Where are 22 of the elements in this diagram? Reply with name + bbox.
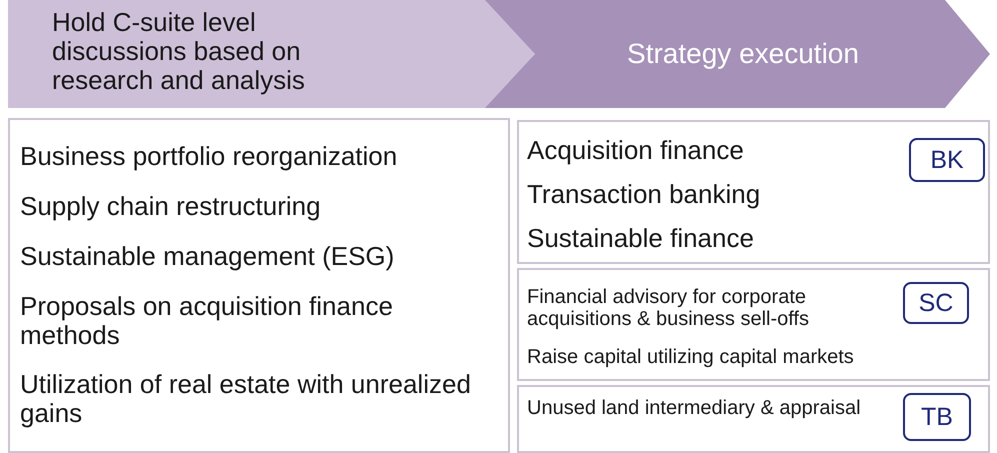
band-heading: Hold C-suite level discussions based on research and analysis	[52, 8, 306, 96]
tag-label: TB	[903, 393, 971, 441]
service-item: Utilization of real estate with unrealized gains	[20, 370, 472, 428]
service-item: Proposals on acquisition finance methods	[20, 292, 394, 350]
service-item: Unused land intermediary & appraisal	[527, 397, 862, 420]
service-panel	[517, 120, 990, 264]
service-item: Sustainable management (ESG)	[20, 242, 396, 272]
service-item: Transaction banking	[527, 180, 762, 210]
service-item: Financial advisory for corporate acquisitions & business sell-offs	[527, 286, 810, 331]
tag-label: BK	[909, 138, 985, 182]
tag-label: SC	[903, 282, 969, 324]
service-item: Business portfolio reorganization	[20, 142, 398, 172]
service-panel	[517, 268, 990, 381]
service-item: Sustainable finance	[527, 224, 755, 254]
chevron-band	[485, 0, 990, 108]
chevron-band	[8, 0, 535, 108]
service-panel	[517, 385, 990, 453]
band-heading: Strategy execution	[626, 37, 860, 72]
service-item: Acquisition finance	[527, 136, 745, 166]
service-item: Supply chain restructuring	[20, 192, 322, 222]
service-item: Raise capital utilizing capital markets	[527, 346, 855, 368]
service-panel	[8, 118, 510, 453]
